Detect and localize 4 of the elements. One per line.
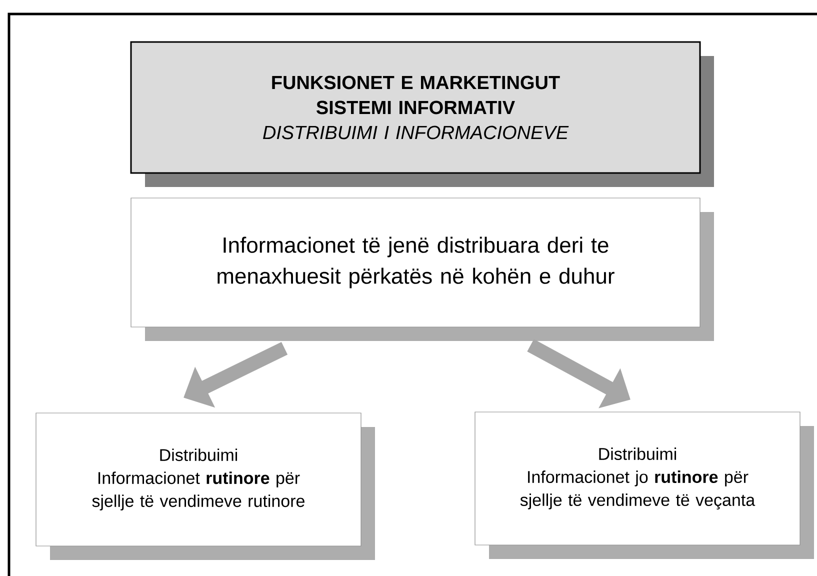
text-box: Distribuimi Informacionet jo rutinore për sjellje të vendimeve të veçanta xyxy=(474,412,814,559)
text-box: Distribuimi Informacionet rutinore për sjellje të vendimeve rutinore xyxy=(36,412,375,560)
header-box: FUNKSIONET E MARKETINGUT SISTEMI INFORMATIV DISTRIBUIMI I INFORMACIONEVE xyxy=(130,41,714,187)
main-box: Informacionet të jenë distribuara deri te menaxhuesit përkatës në kohën e duhur xyxy=(130,198,714,341)
